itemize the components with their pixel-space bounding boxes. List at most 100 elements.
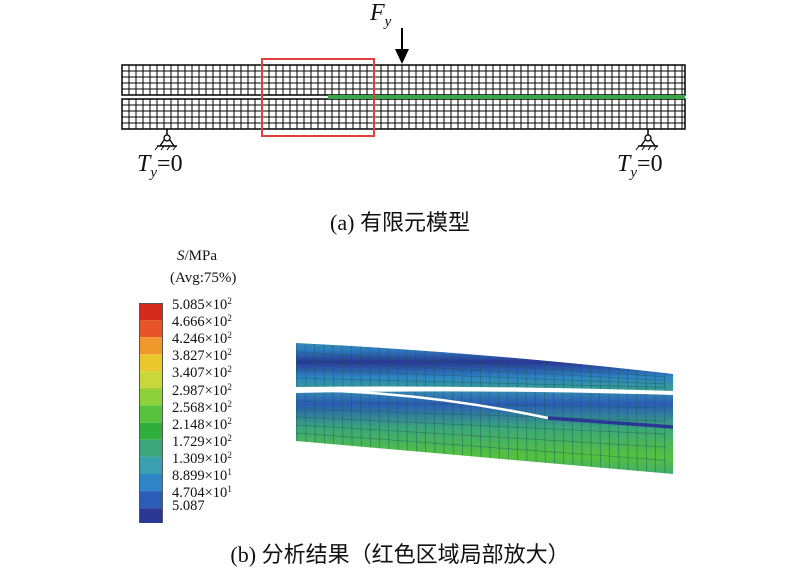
legend-exponent: 2 [227, 381, 232, 392]
legend-value: 2.568×102 [172, 396, 232, 416]
contour-mesh-line [296, 416, 667, 435]
legend-swatch [139, 354, 163, 372]
beam-mesh [121, 65, 685, 129]
contour-mesh-line [296, 351, 667, 378]
contour-mesh-line [654, 367, 657, 391]
contour-mesh-line [369, 344, 371, 391]
legend-mantissa: 3.407×10 [172, 365, 228, 382]
contour-mesh-line [387, 345, 390, 391]
legend-exponent: 2 [227, 347, 232, 358]
contour-mesh-line [296, 343, 298, 391]
legend-value: 5.085×102 [172, 293, 232, 313]
legend-mantissa: 1.309×10 [172, 450, 228, 467]
stress-contour-upper [296, 343, 673, 391]
legend-mantissa: 8.899×10 [172, 468, 228, 484]
contour-mesh-line [341, 343, 344, 391]
legend-swatch [139, 337, 163, 355]
legend-value: 8.899×101 [172, 464, 232, 484]
legend-value: 2.987×102 [172, 379, 232, 399]
legend-mantissa: 4.704×10 [172, 485, 228, 502]
legend-mantissa: 5.085×10 [172, 297, 228, 313]
legend-swatch [139, 371, 163, 389]
stress-contour-lower [296, 391, 673, 474]
legend-symbol: S [177, 248, 185, 264]
support-value: =0 [637, 151, 663, 177]
contour-mesh-line [332, 343, 335, 391]
legend-value: 4.704×101 [172, 481, 232, 501]
legend-swatch [139, 405, 163, 423]
legend-exponent: 2 [227, 449, 232, 460]
legend-mantissa: 2.987×10 [172, 382, 228, 399]
legend-swatch [139, 439, 163, 457]
legend-value: 2.148×102 [172, 413, 232, 433]
contour-mesh-line [314, 343, 316, 391]
contour-mesh-line [304, 343, 307, 391]
legend-exponent: 2 [227, 432, 232, 443]
contour-mesh-line [461, 351, 463, 391]
legend-mantissa: 3.827×10 [172, 348, 228, 365]
legend-exponent: 2 [227, 296, 232, 306]
contour-mesh-line [415, 347, 417, 391]
contour-mesh-line [442, 350, 445, 391]
contour-mesh-line [296, 424, 667, 448]
legend-mantissa: 2.568×10 [172, 399, 228, 416]
support-symbol: T [137, 151, 151, 177]
contour-mesh-line [452, 350, 454, 391]
legend-title: S/MPa [177, 246, 217, 266]
contour-mesh-line [296, 408, 667, 422]
contour-mesh-line [296, 377, 667, 388]
legend-value: 3.827×102 [172, 344, 232, 364]
legend-exponent: 2 [227, 364, 232, 375]
crack-zone [547, 416, 674, 429]
legend-value: 3.407×102 [172, 361, 232, 381]
legend-swatch [139, 456, 163, 474]
legend-exponent: 2 [227, 330, 232, 341]
zoom-region-box [261, 58, 375, 137]
right-support-icon [635, 129, 658, 151]
contour-mesh-line [350, 343, 353, 391]
support-symbol: T [617, 151, 631, 177]
legend-mantissa: 4.666×10 [172, 314, 228, 331]
contour-mesh-line [378, 344, 381, 391]
legend-exponent: 2 [227, 398, 232, 409]
legend-exponent: 2 [227, 313, 232, 324]
caption-a: (a) 有限元模型 [330, 210, 470, 235]
legend-avg: (Avg:75%) [170, 270, 237, 286]
contour-mesh-line [424, 348, 427, 391]
force-label: Fy [370, 0, 391, 31]
legend-value: 1.729×102 [172, 430, 232, 450]
legend-swatch [139, 303, 163, 321]
contour-mesh-line [296, 369, 667, 385]
legend-mantissa: 5.087 [172, 498, 205, 515]
legend-unit: /MPa [184, 248, 218, 264]
legend-swatch [139, 422, 163, 440]
left-support-icon [154, 129, 177, 151]
load-arrow [395, 28, 409, 64]
legend-exponent: 2 [227, 415, 232, 426]
support-subscript: y [150, 164, 158, 181]
contour-mesh-line [360, 343, 362, 391]
legend-exponent: 1 [227, 467, 232, 477]
contour-mesh-line [323, 343, 325, 391]
contour-mesh-line [296, 432, 667, 461]
contour-mesh-line [406, 347, 408, 391]
legend-mantissa: 1.729×10 [172, 433, 228, 450]
contour-mesh-line [433, 349, 436, 391]
contour-mesh-line [296, 360, 667, 381]
legend-value: 1.309×102 [172, 447, 232, 467]
force-subscript: y [384, 13, 392, 30]
force-symbol: F [370, 0, 385, 26]
legend-color-bar [139, 303, 163, 523]
legend-bar-outline [139, 303, 163, 523]
legend-exponent: 1 [227, 484, 232, 495]
legend-mantissa: 2.148×10 [172, 416, 228, 433]
support-value: =0 [157, 151, 183, 177]
right-support-label: Ty=0 [617, 151, 663, 182]
legend-value: 4.666×102 [172, 310, 232, 330]
support-subscript: y [630, 164, 638, 181]
left-support-label: Ty=0 [137, 151, 183, 182]
legend-swatch [139, 508, 163, 523]
legend-value: 4.246×102 [172, 327, 232, 347]
legend-swatch [139, 320, 163, 338]
